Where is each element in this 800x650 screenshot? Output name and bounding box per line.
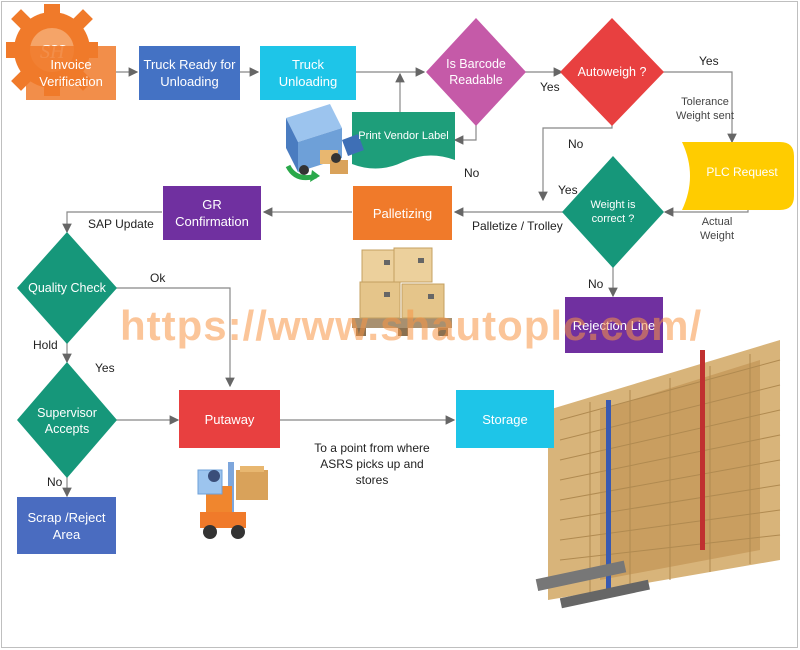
edge-gr-quality [62, 211, 162, 234]
node-gr-confirmation: GR Confirmation [163, 186, 261, 240]
boxes-on-pallet-icon [352, 247, 452, 336]
label-no-supervisor: No [47, 475, 63, 489]
diamond-autoweigh [560, 18, 664, 126]
node-truck-ready: Truck Ready for Unloading [139, 46, 240, 100]
node-quality-check: Quality Check [28, 281, 106, 295]
node-supervisor-accepts: Supervisor Accepts [37, 406, 97, 436]
label-no-autoweigh: No [568, 137, 584, 151]
label-yes-supervisor: Yes [95, 361, 115, 375]
edge-plc-weight [663, 207, 749, 217]
label-palletize-trolley: Palletize / Trolley [472, 219, 563, 233]
label-hold: Hold [33, 338, 58, 352]
label-asrs-note: To a point from where ASRS picks up and … [314, 441, 430, 487]
truck-icon [285, 104, 364, 182]
label-tolerance-weight: Tolerance Weight sent [676, 96, 734, 122]
diamond-barcode [426, 18, 526, 126]
forklift-icon [197, 462, 268, 539]
diamond-supervisor [17, 362, 117, 478]
node-rejection-line: Rejection Line [565, 297, 663, 353]
edge-quality-putaway [116, 287, 235, 388]
node-truck-unloading: Truck Unloading [260, 46, 356, 100]
diamond-weight [562, 156, 664, 268]
node-putaway: Putaway [179, 390, 280, 448]
label-no-barcode: No [464, 166, 480, 180]
label-yes-barcode: Yes [540, 80, 560, 94]
diamond-quality [17, 232, 117, 344]
node-autoweigh: Autoweigh ? [577, 65, 647, 79]
label-actual-weight: Actual Weight [699, 216, 735, 242]
node-invoice-verification: Invoice Verification [26, 46, 116, 100]
node-print-vendor-label: Print Vendor Label [358, 130, 449, 142]
node-scrap-reject: Scrap /Reject Area [17, 497, 116, 554]
plc-shape [682, 142, 794, 210]
label-yes-weight: Yes [558, 183, 578, 197]
label-ok: Ok [150, 271, 166, 285]
node-palletizing: Palletizing [353, 186, 452, 240]
node-barcode-readable: Is Barcode Readable [446, 57, 506, 87]
label-sap-update: SAP Update [88, 217, 154, 231]
node-weight-correct: Weight is correct ? [590, 199, 636, 225]
watermark-url: https://www.shautoplc.com/ [120, 302, 703, 349]
label-yes-autoweigh: Yes [699, 54, 719, 68]
node-storage: Storage [456, 390, 554, 448]
node-plc-request: PLC Request [706, 165, 778, 179]
doc-print-label [352, 112, 455, 169]
asrs-rack-icon [535, 340, 781, 609]
label-no-weight: No [588, 277, 604, 291]
edge-autoweigh-plc [662, 71, 737, 144]
